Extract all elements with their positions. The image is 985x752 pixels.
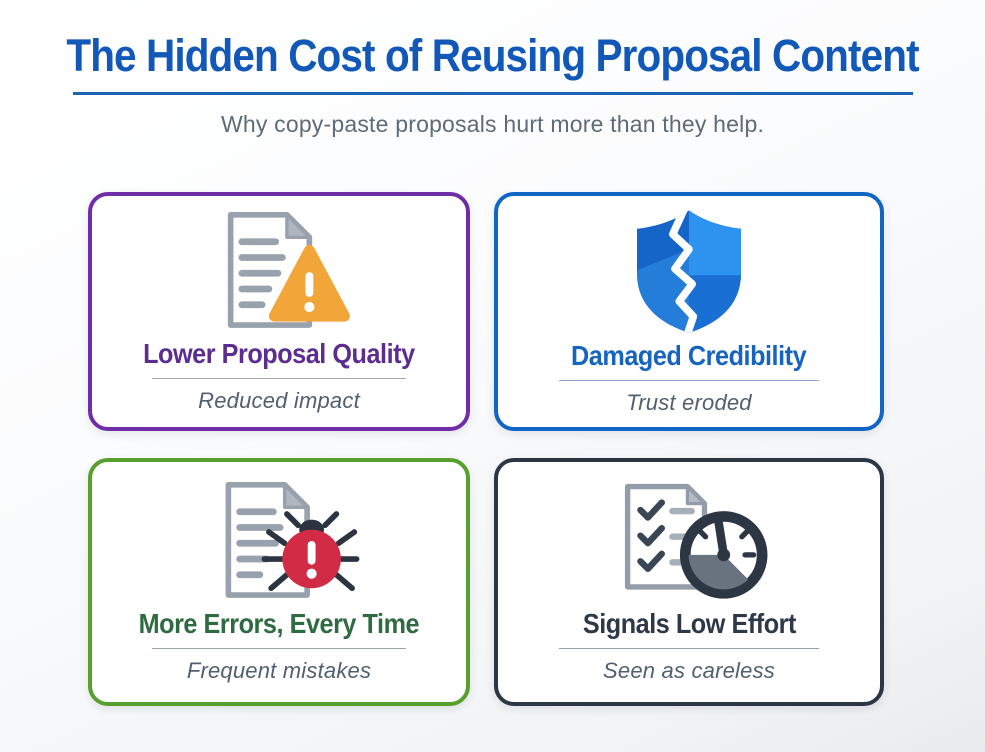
card-title: Damaged Credibility: [571, 339, 807, 371]
card-grid: Lower Proposal Quality Reduced impact: [88, 192, 884, 706]
document-warning-icon: [199, 208, 359, 334]
card-subtitle: Trust eroded: [626, 389, 752, 415]
card-signals-low-effort: Signals Low Effort Seen as careless: [494, 458, 884, 706]
card-subtitle: Frequent mistakes: [186, 658, 372, 683]
card-title-divider: [151, 648, 407, 649]
card-title: Lower Proposal Quality: [143, 337, 415, 369]
page-title: The Hidden Cost of Reusing Proposal Cont…: [66, 30, 919, 81]
card-title: Signals Low Effort: [582, 608, 796, 639]
card-lower-proposal-quality: Lower Proposal Quality Reduced impact: [88, 192, 470, 431]
card-subtitle: Seen as careless: [603, 658, 775, 683]
card-title-divider: [558, 379, 820, 381]
checklist-stopwatch-icon: [601, 478, 777, 604]
card-subtitle: Reduced impact: [198, 387, 360, 413]
card-more-errors-every-time: More Errors, Every Time Frequent mistake…: [88, 458, 470, 706]
page-subtitle: Why copy-paste proposals hurt more than …: [220, 111, 765, 137]
title-underline-rule: [72, 92, 913, 95]
card-title: More Errors, Every Time: [138, 608, 420, 639]
card-damaged-credibility: Damaged Credibility Trust eroded: [494, 192, 884, 431]
card-title-divider: [558, 648, 820, 649]
broken-shield-icon: [622, 206, 756, 336]
header: The Hidden Cost of Reusing Proposal Cont…: [0, 0, 985, 138]
card-title-divider: [151, 377, 407, 379]
document-bug-icon: [197, 478, 361, 604]
